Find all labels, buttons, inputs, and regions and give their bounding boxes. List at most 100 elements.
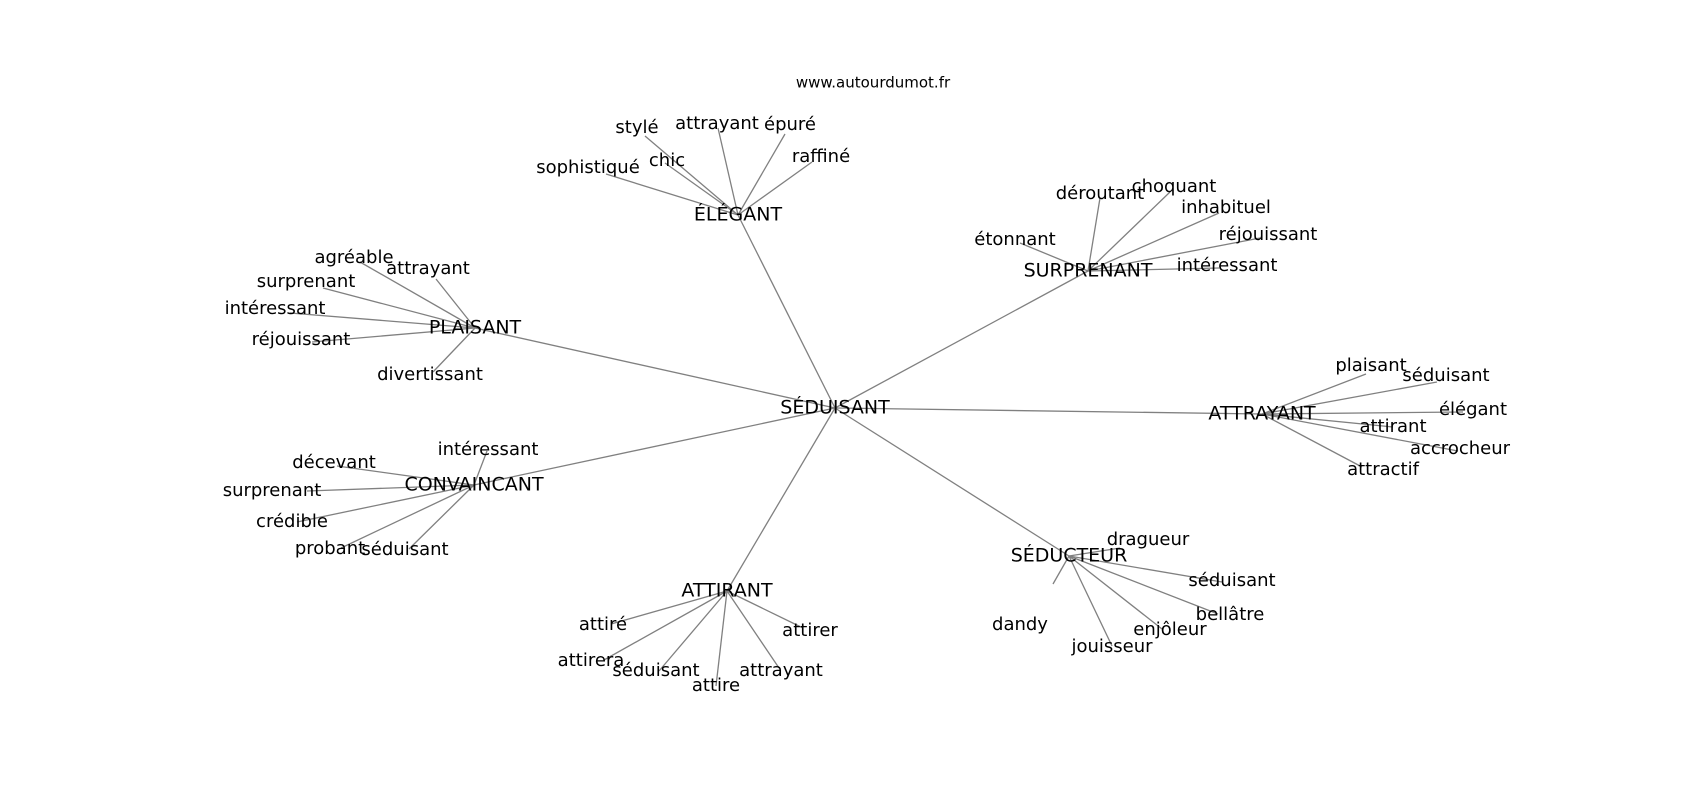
edge-seducteur-jouisseur	[1068, 555, 1113, 647]
word-node-interessant: intéressant	[438, 439, 539, 460]
center-node: SÉDUISANT	[780, 396, 890, 419]
edge-convaincant-credible	[296, 484, 475, 523]
word-node-raffine: raffiné	[792, 146, 850, 167]
edge-plaisant-divertissant	[432, 327, 476, 373]
word-node-sophistique: sophistiqué	[536, 157, 640, 178]
word-node-seduisant: séduisant	[361, 539, 448, 560]
edge-plaisant-surprenant	[322, 287, 476, 329]
graph-edges	[289, 127, 1464, 687]
word-node-seduisant: séduisant	[612, 660, 699, 681]
source-label: www.autourdumot.fr	[796, 74, 951, 92]
word-node-chic: chic	[649, 150, 685, 171]
edge-elegant-attrayant	[717, 127, 739, 216]
word-node-attire: attiré	[579, 614, 627, 635]
edge-attrayant-attirant	[1261, 413, 1394, 428]
word-node-attractif: attractif	[1347, 459, 1420, 480]
word-node-seduisant: séduisant	[1402, 365, 1489, 386]
edge-center-attrayant	[834, 407, 1263, 415]
word-node-choquant: choquant	[1132, 176, 1217, 197]
word-node-interessant: intéressant	[225, 298, 326, 319]
edge-seducteur-dandy	[1052, 555, 1070, 585]
word-node-agreable: agréable	[314, 247, 393, 268]
word-node-attrayant: attrayant	[386, 258, 470, 279]
edge-surprenant-deroutant	[1087, 197, 1101, 272]
word-node-enjoleur: enjôleur	[1133, 619, 1207, 640]
edge-elegant-raffine	[737, 161, 813, 216]
word-node-inhabituel: inhabituel	[1181, 197, 1271, 218]
edge-attirant-seduisant	[658, 590, 728, 672]
edge-seducteur-enjoleur	[1068, 555, 1163, 630]
word-node-style: stylé	[615, 117, 658, 138]
word-node-rejouissant: réjouissant	[1219, 224, 1318, 245]
edge-seducteur-dragueur	[1068, 547, 1121, 557]
word-node-jouisseur: jouisseur	[1070, 636, 1153, 657]
edge-elegant-epure	[737, 133, 786, 216]
edge-elegant-style	[644, 135, 739, 216]
word-node-epure: épuré	[764, 114, 816, 135]
edge-seducteur-seduisant	[1068, 555, 1223, 583]
edge-center-seducteur	[834, 407, 1070, 557]
edge-surprenant-inhabituel	[1087, 212, 1220, 272]
edge-convaincant-probant	[340, 484, 475, 549]
word-node-rejouissant: réjouissant	[252, 329, 351, 350]
word-node-attrayant: attrayant	[675, 113, 759, 134]
word-node-attire: attire	[692, 675, 740, 696]
edge-attirant-attire	[610, 590, 728, 625]
edge-surprenant-etonnant	[1019, 242, 1089, 272]
word-node-etonnant: étonnant	[974, 229, 1055, 250]
edge-attrayant-elegant	[1261, 411, 1464, 415]
edge-attirant-attirer	[726, 590, 804, 629]
word-node-credible: crédible	[256, 511, 328, 532]
word-node-attirer: attirer	[782, 620, 838, 641]
word-node-divertissant: divertissant	[377, 364, 483, 385]
hub-node-attirant: ATTIRANT	[681, 580, 773, 602]
edge-surprenant-choquant	[1087, 191, 1171, 272]
edge-center-plaisant	[474, 327, 836, 409]
edge-plaisant-rejouissant	[311, 327, 476, 343]
word-node-attirera: attirera	[558, 650, 625, 671]
word-node-dandy: dandy	[992, 614, 1048, 635]
hub-node-plaisant: PLAISANT	[429, 317, 522, 339]
hub-node-attrayant: ATTRAYANT	[1208, 403, 1316, 425]
word-node-surprenant: surprenant	[257, 271, 356, 292]
edge-center-convaincant	[473, 407, 836, 486]
word-node-dragueur: dragueur	[1107, 529, 1190, 550]
hub-node-surprenant: SURPRENANT	[1024, 260, 1153, 282]
edge-convaincant-interessant	[473, 450, 488, 486]
edge-attrayant-plaisant	[1261, 373, 1367, 415]
word-node-accrocheur: accrocheur	[1410, 438, 1511, 459]
word-node-decevant: décevant	[292, 452, 376, 473]
edge-plaisant-interessant	[289, 312, 476, 329]
word-node-seduisant: séduisant	[1188, 570, 1275, 591]
edge-convaincant-surprenant	[306, 484, 475, 492]
edge-attrayant-accrocheur	[1261, 413, 1459, 452]
word-node-deroutant: déroutant	[1056, 183, 1144, 204]
hub-node-convaincant: CONVAINCANT	[404, 474, 544, 496]
edge-center-surprenant	[834, 270, 1089, 409]
edge-seducteur-bellatre	[1068, 555, 1219, 615]
word-node-probant: probant	[295, 538, 365, 559]
graph-labels: www.autourdumot.fr SÉDUISANT stylé attray…	[223, 74, 1511, 697]
hub-node-seducteur: SÉDUCTEUR	[1011, 544, 1128, 567]
word-node-attrayant: attrayant	[739, 660, 823, 681]
edge-center-attirant	[726, 407, 836, 592]
edge-surprenant-rejouissant	[1087, 237, 1261, 272]
edge-plaisant-agreable	[359, 261, 476, 329]
edge-elegant-chic	[664, 162, 739, 216]
hub-node-elegant: ÉLÉGANT	[694, 203, 783, 226]
word-node-bellatre: bellâtre	[1196, 604, 1265, 625]
edge-center-elegant	[737, 214, 836, 409]
edge-attirant-attire	[715, 590, 728, 687]
word-node-surprenant: surprenant	[223, 480, 322, 501]
edge-convaincant-seduisant	[408, 484, 475, 550]
edge-plaisant-attrayant	[435, 278, 476, 329]
edge-surprenant-interessant	[1087, 267, 1220, 272]
edge-attrayant-seduisant	[1261, 381, 1438, 415]
edge-attrayant-attractif	[1261, 413, 1363, 468]
word-node-attirant: attirant	[1359, 416, 1426, 437]
edge-attirant-attrayant	[726, 590, 780, 669]
edge-convaincant-decevant	[336, 465, 475, 486]
word-node-interessant: intéressant	[1177, 255, 1278, 276]
word-node-plaisant: plaisant	[1335, 355, 1406, 376]
edge-elegant-sophistique	[605, 173, 739, 216]
